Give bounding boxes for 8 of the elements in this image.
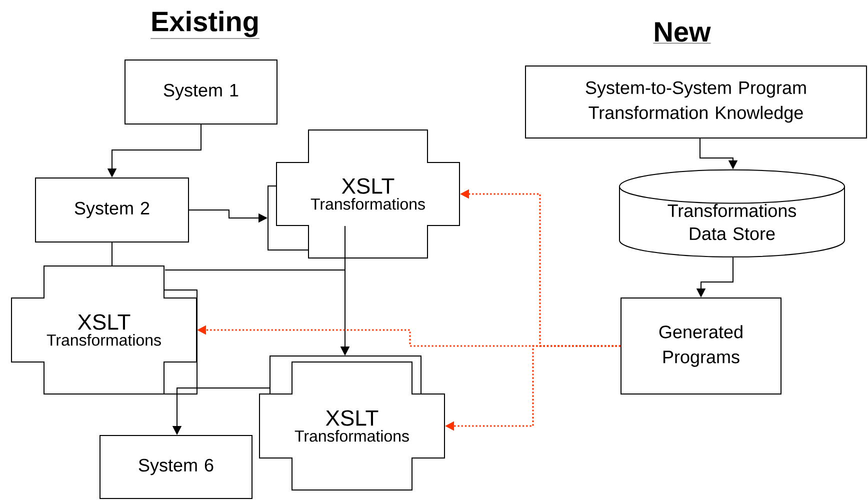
heading: Existing [150, 10, 260, 39]
data-store-cylinder: Transformations Data Store [619, 169, 845, 258]
process-box: System 6 [100, 435, 252, 499]
process-box: Generated Programs [620, 298, 782, 394]
process-box: System-to-System Program Transformation Knowledge [525, 66, 867, 138]
process-box: System 1 [124, 60, 278, 124]
heading: New [653, 22, 711, 44]
process-box: System 2 [35, 178, 189, 242]
